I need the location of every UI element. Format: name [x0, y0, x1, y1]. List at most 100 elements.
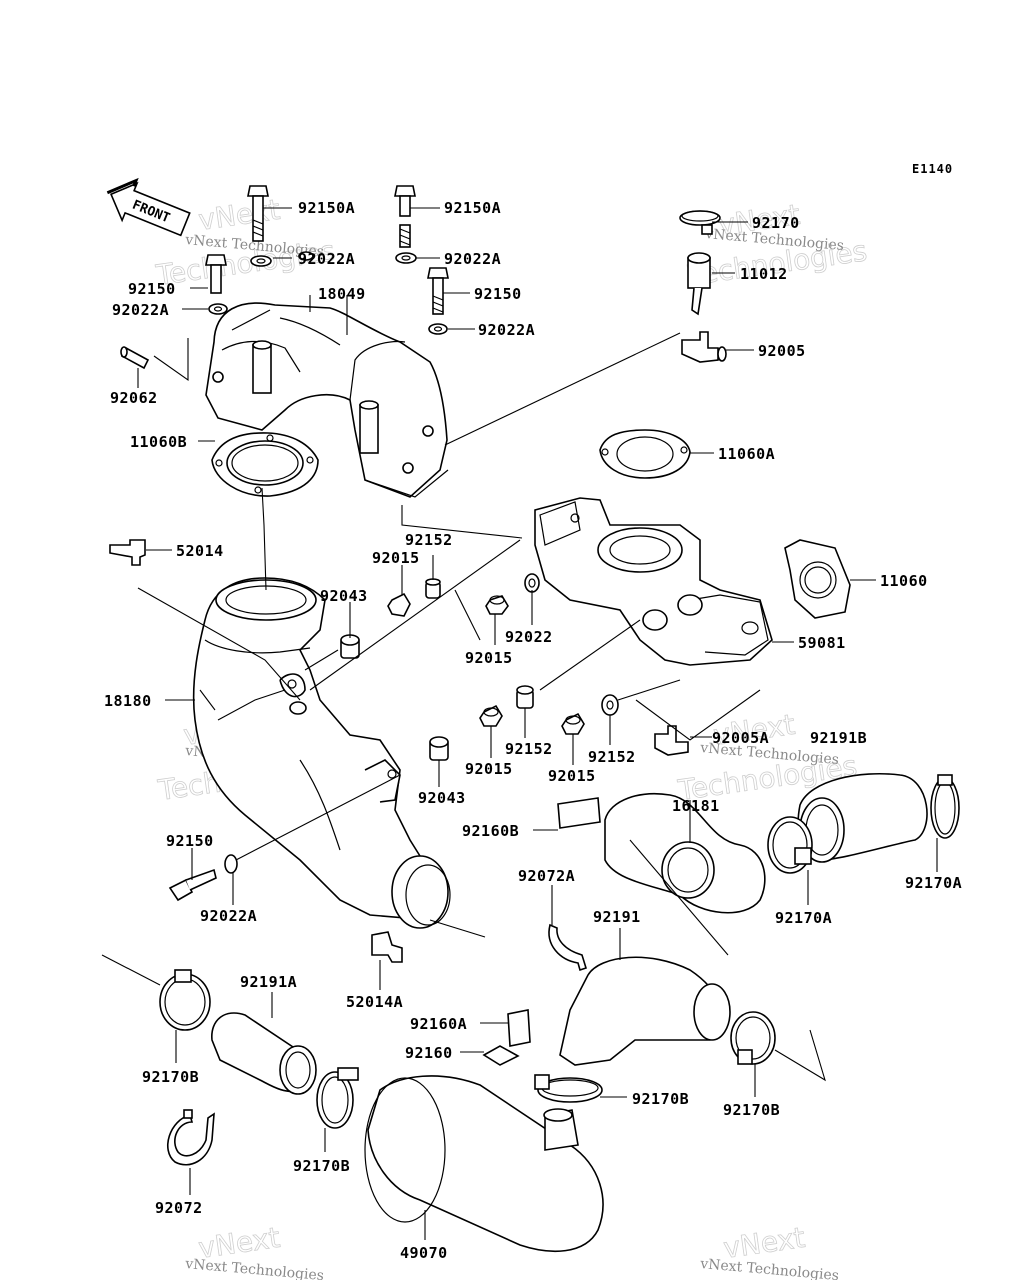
label-92150A-1: 92150A	[298, 199, 355, 217]
elbow-92005A	[654, 725, 689, 756]
hose-92191B	[797, 772, 928, 863]
bolt-92150-lower	[168, 854, 238, 902]
fitting-11012	[687, 252, 711, 316]
label-92072: 92072	[155, 1199, 203, 1217]
label-11060A: 11060A	[718, 445, 775, 463]
label-92191: 92191	[593, 908, 641, 926]
label-92043-2: 92043	[418, 789, 466, 807]
svg-text:vNext Technologies: vNext Technologies	[699, 1256, 840, 1280]
label-11060: 11060	[880, 572, 928, 590]
hose-16181	[604, 792, 766, 914]
bolt-92150-center	[427, 267, 449, 335]
exhaust-pipe-18180	[192, 577, 451, 929]
clamp-92170B-b	[316, 1067, 359, 1129]
label-92022A-3: 92022A	[112, 301, 169, 319]
label-92015-4: 92015	[548, 767, 596, 785]
label-92170B-2: 92170B	[632, 1090, 689, 1108]
front-arrow-icon: FRONT	[106, 177, 191, 237]
label-92191B: 92191B	[810, 729, 867, 747]
label-92005: 92005	[758, 342, 806, 360]
label-92170A-1: 92170A	[905, 874, 962, 892]
label-49070: 49070	[400, 1244, 448, 1262]
label-11060B: 11060B	[130, 433, 187, 451]
label-92005A: 92005A	[712, 729, 769, 747]
bolt-92150A-left	[247, 185, 272, 267]
label-92170B-1: 92170B	[142, 1068, 199, 1086]
clamp-92170A-right	[930, 774, 960, 839]
label-92072A: 92072A	[518, 867, 575, 885]
hose-92191A	[211, 1012, 317, 1095]
label-18049: 18049	[318, 285, 366, 303]
clamp-92170B-d	[730, 1011, 776, 1065]
clamp-92170	[679, 210, 721, 235]
label-92150-3: 92150	[166, 832, 214, 850]
label-92015-1: 92015	[372, 549, 420, 567]
pad-92160	[482, 1045, 520, 1066]
label-92170: 92170	[752, 214, 800, 232]
label-92160B: 92160B	[462, 822, 519, 840]
spacer-92043-b	[429, 736, 449, 761]
label-92170B-4: 92170B	[293, 1157, 350, 1175]
label-92152-2: 92152	[505, 740, 553, 758]
label-18180: 18180	[104, 692, 152, 710]
label-92062: 92062	[110, 389, 158, 407]
label-16181: 16181	[672, 797, 720, 815]
nut-92015-c	[479, 704, 503, 727]
gasket-11060B	[211, 432, 319, 497]
label-92022A-2: 92022A	[444, 250, 501, 268]
label-92170A-2: 92170A	[775, 909, 832, 927]
label-92015-3: 92015	[465, 760, 513, 778]
clamp-92170B-c	[534, 1074, 603, 1103]
pad-92160B	[557, 797, 601, 829]
label-92160: 92160	[405, 1044, 453, 1062]
label-92152-1: 92152	[405, 531, 453, 549]
clamp-92072	[166, 1109, 215, 1166]
spacer-92043-a	[340, 634, 360, 659]
washer-92152-c	[601, 694, 619, 716]
fitting-52014	[109, 539, 146, 566]
nut-92015-a	[387, 592, 411, 617]
gasket-11060A	[599, 429, 691, 479]
clamp-92072A	[548, 923, 587, 972]
label-92152-3: 92152	[588, 748, 636, 766]
diagram-code: E1140	[912, 162, 953, 176]
label-52014A: 52014A	[346, 993, 403, 1011]
elbow-92005	[681, 331, 727, 363]
pad-92160A	[507, 1009, 531, 1047]
label-52014: 52014	[176, 542, 224, 560]
label-92150-1: 92150	[128, 280, 176, 298]
label-92160A: 92160A	[410, 1015, 467, 1033]
label-92015-2: 92015	[465, 649, 513, 667]
label-92150A-2: 92150A	[444, 199, 501, 217]
exhaust-manifold-18049	[205, 302, 449, 498]
label-92043-1: 92043	[320, 587, 368, 605]
label-92022A-5: 92022A	[200, 907, 257, 925]
label-92022A-4: 92022A	[478, 321, 535, 339]
washer-92022	[524, 573, 540, 593]
manifold-59081	[534, 497, 773, 666]
washer-92022A-extra	[298, 251, 314, 261]
spacer-92152-a	[425, 578, 441, 599]
fitting-52014A	[371, 931, 403, 963]
label-59081: 59081	[798, 634, 846, 652]
fitting-92062	[120, 346, 150, 370]
spacer-92152-b	[516, 685, 534, 709]
label-92150-2: 92150	[474, 285, 522, 303]
part-labels: 92150A 92150A 92022A 92022A 92150 92022A…	[104, 199, 962, 1262]
label-92191A: 92191A	[240, 973, 297, 991]
label-11012: 11012	[740, 265, 788, 283]
nut-92015-b	[485, 595, 509, 615]
watermark-bottom-left: vNext vNext Technologies	[184, 1220, 325, 1280]
bolt-92150A-center	[394, 185, 417, 264]
label-92022A-1: 92022A	[298, 250, 355, 268]
muffler-49070	[364, 1075, 604, 1253]
label-92022: 92022	[505, 628, 553, 646]
leader-lines	[101, 207, 938, 1240]
svg-text:vNext: vNext	[196, 193, 282, 237]
clamp-92170B-a	[159, 969, 211, 1031]
label-92170B-3: 92170B	[723, 1101, 780, 1119]
watermark-bottom-right: vNext vNext Technologies	[699, 1220, 840, 1280]
bolt-92150-left	[205, 254, 228, 315]
nut-92015-d	[561, 712, 585, 735]
